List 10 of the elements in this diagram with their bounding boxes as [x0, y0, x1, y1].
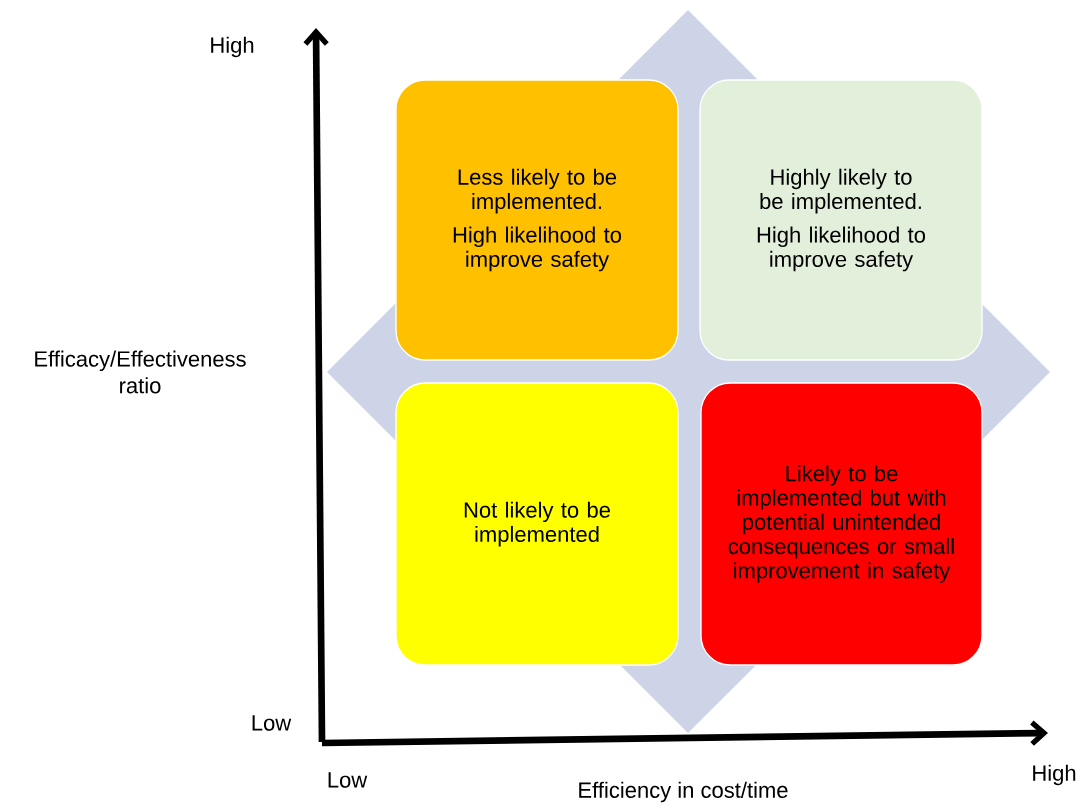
quadrant-box: Not likely to be implemented	[395, 382, 679, 666]
quadrant-box: Less likely to be implemented. High likelihood to improve safety	[395, 79, 679, 361]
quadrant-box: Highly likely to be implemented. High likelihood to improve safety	[699, 79, 983, 361]
axis-label: Low	[252, 715, 292, 731]
quadrant-box: Likely to be implemented but with potential unintended consequences or small improvement in safety	[700, 382, 983, 666]
axis-label: High	[211, 36, 254, 58]
axis-label: Efficiency in cost/time	[579, 781, 788, 803]
axis-label: High	[1033, 764, 1076, 786]
axis-label: Efficacy/Effectiveness ratio	[35, 350, 246, 394]
axis-label: Low	[328, 772, 368, 788]
